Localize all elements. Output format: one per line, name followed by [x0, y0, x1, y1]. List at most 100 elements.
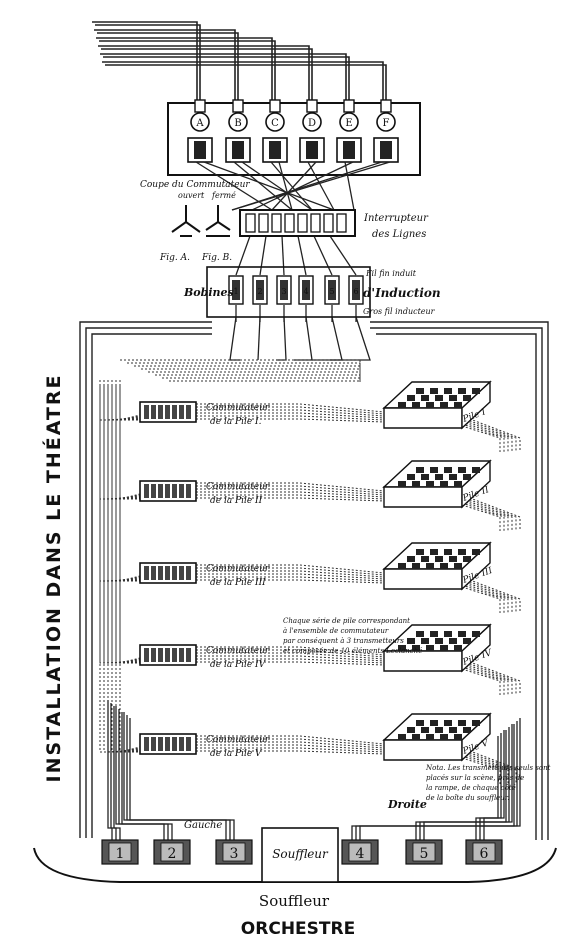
pile-cell	[407, 638, 415, 644]
transmitter-wire	[423, 730, 507, 840]
commutator-key	[179, 484, 184, 498]
pile-cell	[430, 467, 438, 473]
coil-6: 6	[348, 275, 364, 305]
line-wire	[98, 45, 310, 100]
gauche-label: Gauche	[184, 820, 222, 831]
souffleur-label: Souffleur	[259, 892, 330, 910]
commutator-key	[165, 566, 170, 580]
pile-cell	[454, 563, 462, 569]
dotted-wire	[461, 753, 509, 784]
pile-cell	[435, 727, 443, 733]
coil-lead	[294, 316, 313, 361]
dotted-wire	[461, 662, 513, 695]
dotted-wire	[103, 380, 141, 421]
souffleur-box	[261, 827, 339, 883]
switch-core	[194, 141, 206, 159]
dotted-wire	[461, 668, 501, 695]
pile-side	[461, 712, 491, 762]
line-wire	[105, 64, 387, 100]
switch-d: D	[299, 99, 325, 163]
pile-cell	[398, 402, 406, 408]
coil-number: 1	[233, 287, 238, 296]
switch-core	[306, 141, 318, 159]
bobines-label: Bobines	[183, 286, 234, 299]
transmitter-number: 5	[420, 846, 429, 862]
pile-cell	[472, 631, 480, 637]
cross-wire	[233, 161, 293, 211]
dotted-wire	[196, 494, 385, 500]
dotted-wire	[461, 578, 517, 613]
transmitter-6: 6	[465, 839, 503, 865]
dotted-wire	[99, 398, 140, 664]
pile-side	[461, 459, 491, 509]
incoming-line-wires	[92, 21, 387, 100]
pile-cell	[416, 720, 424, 726]
pile-cell	[430, 631, 438, 637]
coil-core	[352, 280, 360, 300]
switch-section-open	[171, 205, 201, 237]
pile-cell	[449, 638, 457, 644]
dotted-wire	[461, 664, 509, 695]
commutator-pile-label: de la Pile II	[210, 496, 263, 506]
wiring-frame	[79, 321, 549, 840]
commutator-word: Commutateur	[206, 735, 270, 745]
commutator-key	[186, 648, 191, 662]
note-chaque-line: Chaque série de pile correspondant	[283, 617, 410, 625]
pile-cell	[421, 638, 429, 644]
pile-cell	[430, 549, 438, 555]
pile-cell	[454, 402, 462, 408]
pile-cell	[435, 556, 443, 562]
dotted-wire	[111, 404, 141, 753]
pile-cell	[426, 481, 434, 487]
dotted-wire	[461, 500, 509, 531]
transmitter-plate	[472, 842, 496, 862]
dotted-wire	[196, 406, 385, 415]
switch-core	[232, 141, 244, 159]
transmitter-1: 1	[101, 839, 139, 865]
cross-wire	[251, 161, 354, 211]
line-wire	[94, 29, 236, 100]
interrupter-label-1: Interrupteur	[363, 213, 429, 224]
transmitter-wire	[483, 736, 499, 840]
cross-wire	[307, 161, 335, 211]
dotted-wire	[196, 497, 385, 502]
interrupter-cell	[310, 213, 321, 233]
note-chaque-line: par conséquent à 3 transmetteurs	[283, 637, 404, 645]
dotted-wire	[196, 738, 385, 747]
commutator-key	[151, 737, 156, 751]
pile-cell	[440, 481, 448, 487]
commutator-key	[151, 405, 156, 419]
dotted-wire	[119, 404, 141, 753]
dotted-wire	[196, 573, 385, 580]
pile-cell	[449, 474, 457, 480]
note-nota-line: Nota. Les transmetteurs seuls sont	[425, 764, 551, 772]
cross-wire	[297, 235, 307, 276]
transmitter-number: 1	[116, 846, 125, 862]
commutator-key	[144, 737, 149, 751]
pile-3: Pile III	[382, 541, 494, 591]
pile-front	[383, 568, 463, 590]
switch-core	[380, 141, 392, 159]
switch-dial	[376, 112, 396, 132]
commutator-key	[158, 566, 163, 580]
pile-cell	[426, 563, 434, 569]
switch-e: E	[336, 99, 362, 163]
pile-cell	[463, 638, 471, 644]
fig-b-label: Fig. B.	[201, 253, 232, 263]
pile-cell	[454, 481, 462, 487]
switch-dial	[339, 112, 359, 132]
pile-cell	[407, 474, 415, 480]
pile-side	[461, 623, 491, 673]
cross-wire	[329, 235, 357, 276]
commutator-key	[144, 648, 149, 662]
note-chaque-line: à l'ensemble de commutateur	[283, 627, 389, 635]
coil-3: 3	[276, 275, 292, 305]
cross-wire	[259, 235, 267, 276]
commutator-key	[165, 648, 170, 662]
pile-cell	[444, 467, 452, 473]
pile-cell	[412, 645, 420, 651]
commutator-key	[172, 566, 177, 580]
